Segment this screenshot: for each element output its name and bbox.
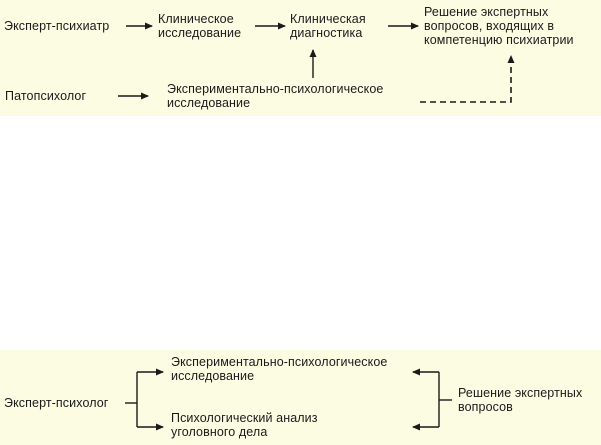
dashed-arrow-experimental-to-solution xyxy=(420,55,515,103)
bottom-diagram-connectors xyxy=(125,368,452,431)
expert-questions-solution-label: Решение экспертных вопросов, входящих в … xyxy=(424,5,574,47)
pathopsychologist-label: Патопсихолог xyxy=(5,89,87,103)
top-diagram-connectors xyxy=(118,22,515,103)
criminal-case-analysis-label: Психологический анализ уголовного дела xyxy=(171,411,318,439)
expert-questions-solution-label: Решение экспертных вопросов xyxy=(458,386,583,414)
expert-psychologist-label: Эксперт-психолог xyxy=(4,396,109,410)
experimental-research-label: Экспериментально-психологическое исследо… xyxy=(171,355,388,383)
clinical-diagnostics-label: Клиническая диагностика xyxy=(290,12,366,40)
bottom-diagram-panel: Эксперт-психолог Экспериментально-психол… xyxy=(0,350,601,445)
experimental-research-label: Экспериментально-психологическое исследо… xyxy=(167,82,384,110)
top-diagram-panel: Эксперт-психиатр Клиническое исследовани… xyxy=(0,0,601,116)
expert-psychiatrist-label: Эксперт-психиатр xyxy=(4,19,110,33)
clinical-research-label: Клиническое исследование xyxy=(158,12,242,40)
